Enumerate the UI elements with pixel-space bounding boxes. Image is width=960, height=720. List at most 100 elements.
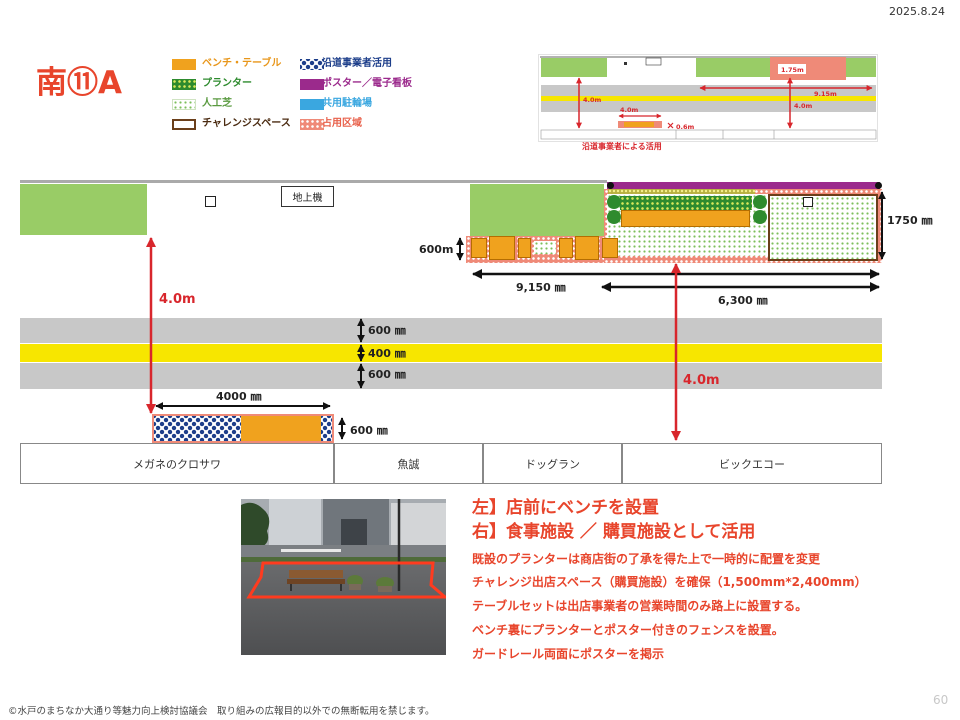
ground-machine-label: 地上機 — [292, 193, 323, 204]
planter-strip-top — [608, 189, 755, 194]
photo-planter-pot — [378, 586, 392, 592]
note-heading-right: 右】食事施設 ／ 購買施設として活用 — [472, 522, 756, 542]
page-title: 南⑪A — [36, 65, 122, 101]
photo-trees — [241, 502, 270, 547]
mini-map-marker — [624, 62, 627, 65]
mini-map-label-strip-width: 4.0m — [620, 106, 639, 114]
road-center-line — [20, 344, 882, 362]
mini-map-lawn-right — [696, 58, 770, 77]
poster-bar — [607, 182, 880, 189]
occupancy-area-swatch — [300, 119, 324, 130]
label-left-setback: 4.0m — [159, 292, 196, 307]
note-line: 既設のプランターは商店街の了承を得た上で一時的に配置を変更 — [472, 552, 821, 566]
challenge-space — [768, 194, 878, 261]
photo-bench-seat — [287, 579, 345, 584]
label-right-setback: 4.0m — [683, 373, 720, 388]
photo-planter-pot — [349, 584, 361, 590]
legend-label-bench: ベンチ・テーブル — [202, 58, 282, 69]
date-label: 2025.8.24 — [889, 5, 945, 18]
store-big-echo: ビックエコー — [622, 443, 882, 484]
bench-south — [241, 416, 321, 441]
photo-bench-back — [289, 570, 343, 578]
photo-crosswalk — [281, 549, 341, 552]
lawn-left — [20, 184, 147, 235]
artificial-turf-swatch — [172, 99, 196, 110]
label-total-width: 9,150 ㎜ — [516, 281, 566, 294]
photo-building-entrance — [341, 519, 367, 547]
store-megane: メガネのクロサワ — [20, 443, 334, 484]
site-photo — [241, 499, 446, 655]
mini-map-lane-bottom — [541, 101, 876, 112]
note-line: ガードレール両面にポスターを掲示 — [472, 647, 665, 661]
page-number: 60 — [933, 693, 949, 707]
label-center-line: 400 ㎜ — [368, 347, 406, 360]
mini-map: 1.75m 9.15m 4.0m 4.0m 4.0m 0.6m — [538, 54, 878, 142]
note-heading-left: 左】店前にベンチを設置 — [472, 498, 659, 518]
label-lane-top: 600 ㎜ — [368, 324, 406, 337]
mini-map-label-strip-depth: 0.6m — [676, 123, 695, 131]
planter-swatch — [172, 79, 196, 90]
note-line: チャレンジ出店スペース（購買施設）を確保（1,500mm*2,400mm） — [472, 575, 867, 589]
strip-bench — [471, 238, 487, 258]
planter-pot — [607, 195, 621, 209]
label-bench-width: 4000 ㎜ — [216, 390, 262, 403]
legend-label-planter: プランター — [202, 78, 252, 89]
bench-table — [621, 210, 750, 227]
mini-map-center-line — [541, 96, 876, 101]
roadside-business-swatch — [300, 59, 324, 70]
challenge-space-swatch — [172, 119, 196, 130]
photo-sidewalk — [241, 562, 446, 655]
legend-label-poster: ポスター／電子看板 — [322, 78, 412, 89]
lawn-right — [470, 184, 604, 236]
mini-map-label-bg — [778, 64, 806, 74]
challenge-space-marker — [803, 197, 813, 207]
legend-label-turf: 人工芝 — [202, 98, 232, 109]
photo-occupancy-outline — [246, 561, 446, 599]
mini-map-strip-bench — [624, 122, 654, 127]
mini-map-label-total-width: 9.15m — [814, 90, 837, 98]
mini-map-occupancy — [770, 57, 846, 80]
mini-map-ground-machine — [645, 57, 662, 66]
legend-label-bicycle: 共用駐輪場 — [322, 98, 372, 109]
mini-map-cross-mark — [667, 122, 674, 129]
store-dogrun: ドッグラン — [483, 443, 622, 484]
label-bench-depth: 600 ㎜ — [350, 424, 388, 437]
planter-pot — [607, 210, 621, 224]
photo-hedge — [241, 557, 446, 562]
roadside-use-left — [154, 416, 241, 441]
bench-table-swatch — [172, 59, 196, 70]
strip-turf — [534, 241, 556, 254]
utility-marker — [205, 196, 216, 207]
mini-map-lawn-left — [541, 58, 607, 77]
bicycle-parking-swatch — [300, 99, 324, 110]
note-line: ベンチ裏にプランターとポスター付きのフェンスを設置。 — [472, 623, 784, 637]
label-right-width: 6,300 ㎜ — [718, 294, 768, 307]
road-lane-top — [20, 318, 882, 343]
poster-end-dot — [607, 182, 614, 189]
label-strip-depth: 600m — [419, 243, 454, 256]
photo-street — [241, 545, 446, 557]
road-lane-bottom — [20, 363, 882, 389]
stores-row: メガネのクロサワ 魚誠 ドッグラン ビックエコー — [20, 443, 882, 484]
footer-copyright: ©水戸のまちなか大通り等魅力向上検討協議会 取り組みの広報目的以外での無断転用を… — [8, 706, 435, 717]
note-line: テーブルセットは出店事業者の営業時間のみ路上に設置する。 — [472, 599, 808, 613]
planter-pot — [753, 195, 767, 209]
photo-building-left — [269, 499, 321, 547]
planter-pot — [753, 210, 767, 224]
planter-row — [620, 196, 752, 210]
mini-map-lawn-far-right — [846, 58, 876, 77]
strip-bench — [602, 238, 618, 258]
label-lane-bottom: 600 ㎜ — [368, 368, 406, 381]
label-occupancy-depth: 1750 ㎜ — [887, 214, 933, 227]
poster-end-dot — [875, 182, 882, 189]
strip-bench — [518, 238, 531, 258]
mini-map-stores-row — [540, 129, 877, 140]
strip-bench — [559, 238, 573, 258]
boundary-line — [20, 180, 607, 183]
mini-map-label-left-setback: 4.0m — [583, 96, 602, 104]
legend-label-occupancy: 占用区域 — [322, 118, 362, 129]
store-uosei: 魚誠 — [334, 443, 483, 484]
strip-bench — [489, 236, 515, 260]
occupancy-outline-south — [152, 414, 334, 443]
roadside-use-right — [321, 416, 332, 441]
